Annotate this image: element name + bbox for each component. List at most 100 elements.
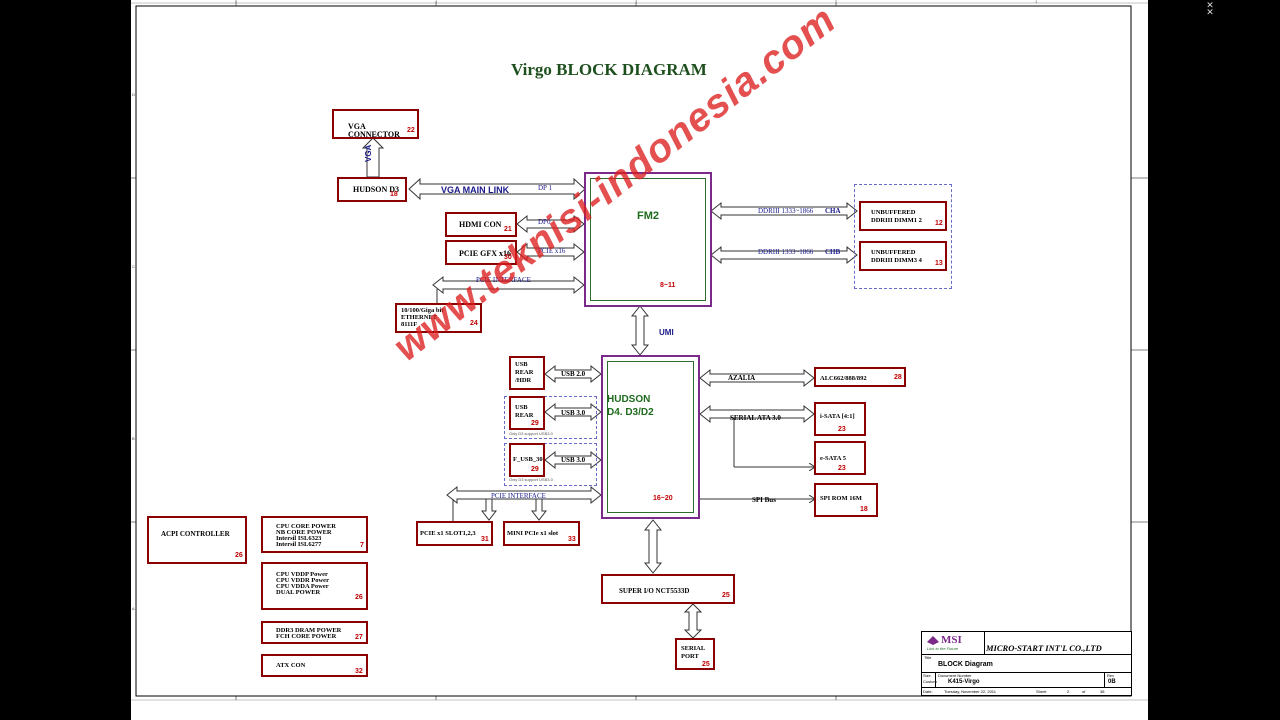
ethernet-block: 10/100/Giga bit ETHERNET 8111F 24	[395, 303, 482, 333]
date-field-value: Tuesday, November 22, 2011	[944, 689, 996, 694]
ddr-cha-label: DDRIII 1333~1866	[758, 207, 814, 215]
divider	[922, 654, 1131, 655]
cpu-core-power-block: CPU CORE POWER NB CORE POWER Intersil IS…	[261, 516, 368, 553]
page-ref: 21	[504, 226, 512, 233]
edge-marker-top: 3	[635, 0, 638, 4]
atx-con-block: ATX CON 32	[261, 654, 368, 677]
edge-marker-left: A	[132, 606, 135, 611]
page-ref: 26	[235, 552, 243, 559]
fm2-cpu-chip: FM2 8~11	[584, 172, 712, 307]
mini-pcie-block: MINI PCIe x1 slot 33	[503, 521, 580, 546]
title-block: MSI Link to the Future MICRO-START INT'L…	[921, 631, 1132, 696]
dimm34-block: UNBUFFERED DDRIII DIMM3 4 13	[859, 241, 947, 271]
page-ref: 33	[568, 536, 576, 543]
block-label: 10/100/Giga bit ETHERNET 8111F	[401, 307, 444, 328]
spi-rom-block: SPI ROM 16M 18	[814, 483, 878, 517]
size-field-label: Size	[923, 673, 931, 678]
page-ref: 30	[504, 254, 512, 261]
close-icon[interactable]: ✕✕	[1206, 1, 1214, 18]
block-label: SUPER I/O NCT5533D	[619, 587, 690, 595]
alc-codec-block: ALC662/888/892 28	[814, 367, 906, 387]
block-label: PCIE x1 SLOT1,2,3	[420, 530, 476, 537]
ddr-chb-label: DDRIII 1333~1866	[758, 248, 814, 256]
edge-marker-top: 5	[235, 0, 238, 4]
page-ref: 22	[407, 127, 415, 134]
acpi-controller-block: ACPI CONTROLLER 26	[147, 516, 247, 564]
divider	[922, 672, 1131, 673]
block-label: PCIE GFX x16	[459, 249, 511, 258]
msi-logo: MSI Link to the Future	[925, 634, 981, 652]
page-ref: 24	[470, 320, 478, 327]
block-label: ATX CON	[276, 662, 306, 669]
of-field-label: of	[1082, 689, 1086, 694]
page-ref: 23	[838, 465, 846, 472]
date-field-label: Date:	[923, 689, 933, 694]
super-io-block: SUPER I/O NCT5533D 25	[601, 574, 735, 604]
usb30-note: Only D3 support USB3.0	[509, 431, 553, 436]
block-label: MINI PCIe x1 slot	[507, 530, 559, 537]
sheet-field-label: Sheet	[1036, 689, 1047, 694]
spi-bus-label: SPI Bus	[752, 496, 776, 504]
dimm12-block: UNBUFFERED DDRIII DIMM1 2 12	[859, 201, 947, 231]
azalia-label: AZALIA	[728, 374, 756, 382]
divider	[935, 673, 936, 687]
chip-label: FM2	[637, 210, 659, 222]
usb30-note: Only D3 support USB3.0	[509, 477, 553, 482]
block-label: e-SATA 5	[820, 455, 846, 462]
edge-marker-top: 4	[435, 0, 438, 4]
block-label: ALC662/888/892	[820, 375, 867, 382]
doc-field-label: Document Number	[938, 673, 972, 678]
serial-port-block: SERIAL PORT 25	[675, 638, 715, 670]
block-label: VGA CONNECTOR	[348, 122, 400, 139]
block-label: CPU VDDP Power CPU VDDR Power CPU VDDA P…	[276, 571, 329, 596]
block-label: UNBUFFERED DDRIII DIMM1 2	[871, 209, 922, 224]
hdmi-con-block: HDMI CON 21	[445, 212, 517, 237]
page-ref: 31	[481, 536, 489, 543]
block-label: USB REAR /HDR	[515, 361, 534, 384]
vga-connector-block: VGA CONNECTOR 22	[332, 109, 419, 139]
block-label: DDR3 DRAM POWER FCH CORE POWER	[276, 627, 342, 640]
isata-block: i-SATA [4:1] 23	[814, 402, 866, 436]
divider	[984, 632, 985, 655]
edge-marker-top: 1	[1035, 0, 1038, 4]
edge-marker-left: D	[132, 92, 135, 97]
chb-label: CHB	[825, 248, 841, 256]
edge-marker-top: 2	[835, 0, 838, 4]
chip-inner-border	[590, 178, 706, 301]
page-ref: 12	[935, 220, 943, 227]
page-ref: 18	[390, 191, 398, 198]
vga-signal-label: VGA	[364, 144, 373, 162]
dp0-label: DP0	[538, 218, 551, 226]
divider	[1104, 673, 1105, 687]
msi-dragon-icon	[927, 636, 939, 645]
page-ref: 16~20	[653, 495, 673, 502]
page-ref: 7	[360, 542, 364, 549]
page-ref: 32	[355, 668, 363, 675]
dimm-group	[854, 184, 952, 289]
edge-marker-left: C	[132, 264, 135, 269]
edge-marker-left: B	[132, 436, 135, 441]
ddr3-power-block: DDR3 DRAM POWER FCH CORE POWER 27	[261, 621, 368, 644]
page-ref: 25	[702, 661, 710, 668]
pcie-x1-slot-block: PCIE x1 SLOT1,2,3 31	[416, 521, 493, 546]
page-ref: 28	[894, 374, 902, 381]
block-label: F_USB_30	[513, 456, 543, 463]
esata-block: e-SATA 5 23	[814, 441, 866, 475]
block-label: ACPI CONTROLLER	[161, 530, 230, 538]
diagram-title: Virgo BLOCK DIAGRAM	[511, 60, 707, 79]
cha-label: CHA	[825, 207, 841, 215]
page-ref: 29	[531, 466, 539, 473]
block-label: USB REAR	[515, 404, 534, 419]
front-usb-block: F_USB_30 29	[509, 443, 545, 477]
usb-rear-group	[504, 396, 597, 439]
usb30-a-label: USB 3.0	[561, 409, 586, 417]
pcie-x16-label: PCIE x16	[538, 247, 566, 255]
page-ref: 8~11	[660, 282, 676, 289]
page-ref: 29	[531, 420, 539, 427]
rev-field-value: 0B	[1108, 679, 1116, 685]
block-label: SPI ROM 16M	[820, 495, 862, 502]
chip-label: HUDSON D4. D3/D2	[607, 394, 654, 418]
page-ref: 26	[355, 594, 363, 601]
page-ref: 23	[838, 426, 846, 433]
block-label: HUDSON D3	[353, 185, 400, 194]
